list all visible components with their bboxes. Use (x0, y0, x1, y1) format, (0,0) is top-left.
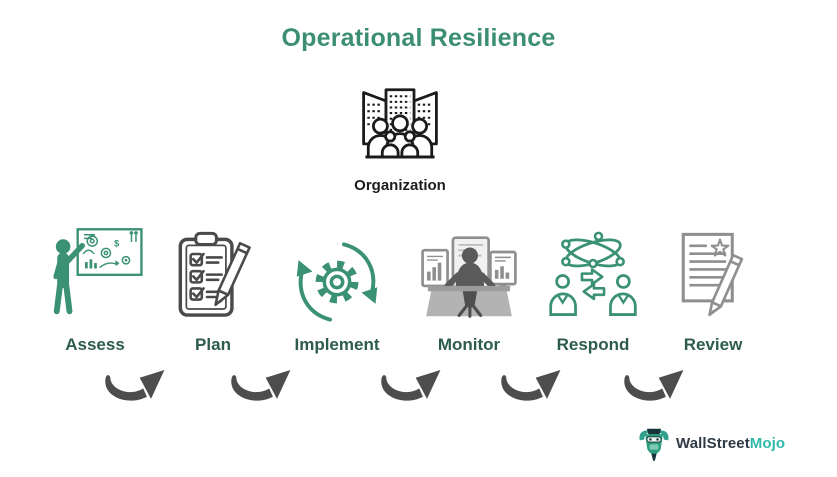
step-label-implement: Implement (294, 335, 380, 354)
step-review: Review (648, 212, 778, 355)
step-label-plan: Plan (195, 335, 231, 354)
organization-label: Organization (354, 177, 446, 194)
brand-name-first: WallStreet (676, 434, 750, 452)
flow-arrow-2 (231, 369, 291, 401)
step-label-respond: Respond (556, 335, 630, 354)
step-monitor: Monitor (404, 212, 534, 355)
organization-block: Organization (340, 86, 460, 194)
review-document-pencil-icon (681, 232, 744, 317)
step-label-monitor: Monitor (437, 335, 501, 354)
step-plan: Plan (148, 212, 278, 355)
flow-arrow-5 (624, 369, 684, 401)
respond-communication-icon (549, 231, 637, 316)
brand-logo: WallStreetMojo (638, 425, 785, 461)
brand-logo-text: WallStreetMojo (676, 435, 785, 452)
step-label-assess: Assess (65, 335, 125, 354)
monitor-control-room-icon (421, 236, 517, 318)
implement-gear-cycle-icon (296, 242, 378, 322)
flow-arrow-1 (105, 369, 165, 401)
step-respond: Respond (528, 212, 658, 355)
bull-mascot-icon (639, 428, 669, 461)
svg-text:$: $ (114, 239, 119, 249)
page-title: Operational Resilience (281, 24, 556, 52)
brand-name-second: Mojo (749, 434, 786, 452)
organization-buildings-people-icon (362, 88, 438, 159)
step-implement: Implement (272, 212, 402, 355)
flow-arrow-4 (501, 369, 561, 401)
step-assess: $ Assess (30, 212, 160, 355)
flow-arrow-3 (381, 369, 441, 401)
assess-presentation-icon: $ (53, 228, 143, 315)
step-label-review: Review (683, 335, 743, 354)
plan-clipboard-checklist-icon (178, 231, 251, 317)
